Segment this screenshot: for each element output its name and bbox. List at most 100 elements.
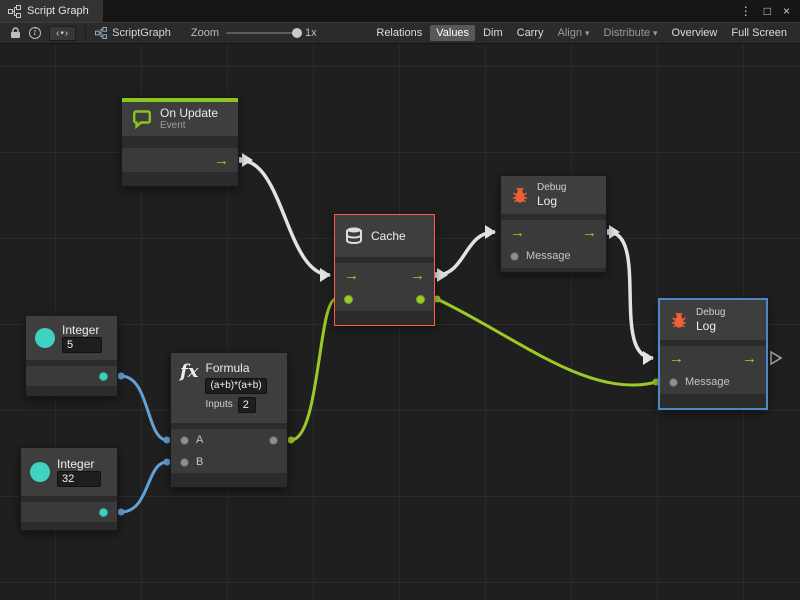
node-divider xyxy=(21,496,117,502)
node-title: Formula xyxy=(205,361,250,375)
node-divider xyxy=(26,360,117,366)
zoom-slider-handle[interactable] xyxy=(292,28,302,38)
node-footer xyxy=(171,473,287,487)
chevron-down-icon: ▾ xyxy=(584,28,590,38)
node-integer-1[interactable]: Integer 5 xyxy=(25,315,118,397)
port-label: B xyxy=(196,456,204,468)
maximize-icon[interactable]: □ xyxy=(763,4,771,18)
overview-button[interactable]: Overview xyxy=(671,27,718,39)
node-debug-log-2[interactable]: Debug Log → → Message xyxy=(658,298,768,410)
zoom-value: 1x xyxy=(305,27,317,39)
node-formula[interactable]: fx Formula (a+b)*(a+b) Inputs 2 A B xyxy=(170,352,288,488)
value-input-port-b[interactable] xyxy=(180,457,189,467)
tab-label: Script Graph xyxy=(27,5,89,17)
align-dropdown[interactable]: Align▾ xyxy=(552,25,596,41)
wire-onupdate-to-cache[interactable] xyxy=(239,158,331,277)
graph-icon xyxy=(8,4,21,18)
integer-icon xyxy=(35,328,55,348)
node-title: Integer xyxy=(57,457,95,471)
value-output-port[interactable] xyxy=(99,371,108,381)
message-input-port[interactable] xyxy=(669,377,678,387)
node-kind: Debug xyxy=(537,182,567,193)
integer-icon xyxy=(30,462,50,482)
full-screen-button[interactable]: Full Screen xyxy=(731,27,787,39)
value-input-port[interactable] xyxy=(344,294,353,304)
window-titlebar: Script Graph ⋮ □ × xyxy=(0,0,800,22)
lock-icon xyxy=(10,27,20,38)
node-divider xyxy=(660,340,766,346)
node-integer-2[interactable]: Integer 32 xyxy=(20,447,118,531)
breadcrumb-label: ScriptGraph xyxy=(112,27,171,39)
integer-value-field[interactable]: 5 xyxy=(62,337,102,353)
node-title: Log xyxy=(537,194,558,208)
node-footer xyxy=(26,386,117,396)
tab-script-graph[interactable]: Script Graph xyxy=(0,0,103,22)
value-input-port-a[interactable] xyxy=(180,435,189,445)
port-label: Message xyxy=(526,250,571,262)
window-controls: ⋮ □ × xyxy=(740,0,800,22)
node-title: Cache xyxy=(371,229,406,243)
node-cache[interactable]: Cache → → xyxy=(334,214,435,326)
node-on-update[interactable]: On Update Event → xyxy=(121,97,239,187)
distribute-dropdown[interactable]: Distribute▾ xyxy=(598,25,664,41)
flow-output-port[interactable]: → xyxy=(410,266,425,284)
integer-value-field[interactable]: 32 xyxy=(57,471,101,487)
breadcrumb[interactable]: ScriptGraph xyxy=(95,27,171,39)
distribute-label: Distribute xyxy=(603,27,650,39)
close-icon[interactable]: × xyxy=(782,4,790,18)
formula-expression-field[interactable]: (a+b)*(a+b) xyxy=(205,378,267,394)
wire-arrow-icon xyxy=(485,225,496,239)
graph-toolbar: i ‹•› ScriptGraph Zoom 1x Relations Valu… xyxy=(0,22,800,44)
wire-cache-to-debug1[interactable] xyxy=(435,230,496,277)
wire-cap xyxy=(117,372,125,380)
wire-integer2-to-formula-b[interactable] xyxy=(120,460,168,514)
node-divider xyxy=(122,136,238,148)
flow-input-port[interactable]: → xyxy=(510,223,525,241)
inputs-count-field[interactable]: 2 xyxy=(237,397,256,413)
on-update-icon xyxy=(133,110,151,130)
node-subtitle: Event xyxy=(160,120,186,131)
flow-output-port[interactable]: → xyxy=(214,151,229,169)
node-divider xyxy=(501,214,606,220)
zoom-label: Zoom xyxy=(190,27,219,39)
node-footer xyxy=(335,311,434,325)
formula-fx-icon: fx xyxy=(180,361,199,382)
info-icon: i xyxy=(29,27,41,39)
relations-button[interactable]: Relations xyxy=(376,27,423,39)
lock-button[interactable] xyxy=(5,24,25,42)
flow-output-port[interactable]: → xyxy=(742,349,757,367)
wire-integer1-to-formula-a[interactable] xyxy=(120,374,168,442)
wire-cap xyxy=(163,458,171,466)
menu-kebab-icon[interactable]: ⋮ xyxy=(739,4,752,18)
value-output-port[interactable] xyxy=(99,507,108,517)
node-debug-log-1[interactable]: Debug Log → → Message xyxy=(500,175,607,273)
wire-cap xyxy=(117,508,125,516)
message-input-port[interactable] xyxy=(510,251,519,261)
info-button[interactable]: i xyxy=(25,24,45,42)
wire-arrow-icon xyxy=(643,351,654,365)
wire-formula-to-cache[interactable] xyxy=(290,297,337,442)
graph-canvas[interactable]: On Update Event → Cache → → xyxy=(0,44,800,600)
wire-cap xyxy=(652,378,660,386)
inspect-toggle-button[interactable]: ‹•› xyxy=(49,25,77,41)
script-graph-icon xyxy=(95,27,108,39)
port-label: Message xyxy=(685,376,730,388)
flow-input-port[interactable]: → xyxy=(344,266,359,284)
wire-arrow-icon xyxy=(320,268,331,282)
bug-icon xyxy=(513,187,527,203)
dim-button[interactable]: Dim xyxy=(483,27,503,39)
flow-output-port[interactable]: → xyxy=(582,223,597,241)
wire-debug1-to-debug2[interactable] xyxy=(607,230,654,360)
value-output-port[interactable] xyxy=(269,435,278,445)
node-title: On Update xyxy=(160,106,219,120)
flow-input-port[interactable]: → xyxy=(669,349,684,367)
zoom-slider[interactable] xyxy=(226,28,302,38)
value-output-port[interactable] xyxy=(416,294,425,304)
carry-button[interactable]: Carry xyxy=(516,27,544,39)
port-label: A xyxy=(196,434,204,446)
values-button[interactable]: Values xyxy=(430,25,476,41)
wire-cap xyxy=(287,436,295,444)
wire-arrow-icon xyxy=(242,153,253,167)
wire-cap xyxy=(433,295,441,303)
wire-cache-to-debug2-message[interactable] xyxy=(436,297,657,387)
